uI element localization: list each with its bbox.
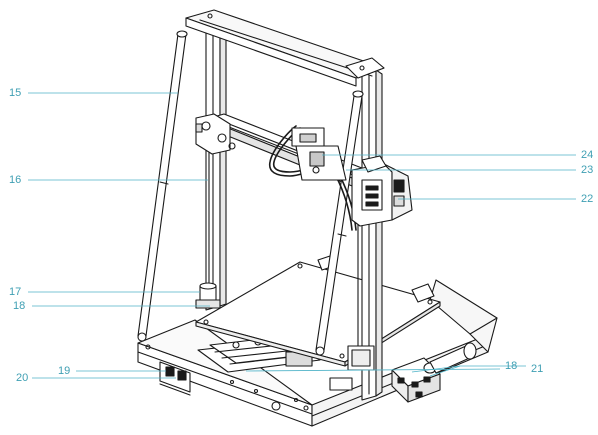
leader-18-right — [245, 368, 501, 372]
extruder-motor — [351, 155, 413, 227]
callout-17: 17 — [9, 286, 22, 298]
spool-holder — [391, 342, 477, 403]
callout-24: 24 — [581, 149, 594, 161]
leader-21-b — [429, 365, 461, 377]
leader-21-a — [411, 365, 461, 373]
callout-18-left: 18 — [13, 300, 26, 312]
x-carriage-left-bracket — [195, 113, 236, 155]
callout-20: 20 — [16, 372, 29, 384]
support-rod-left — [137, 30, 188, 342]
callout-18-right: 18 — [505, 360, 518, 372]
z-motor-left — [195, 282, 221, 309]
callout-16: 16 — [9, 174, 22, 186]
leader-lines — [28, 92, 576, 379]
callout-19: 19 — [58, 365, 71, 377]
right-upright — [361, 69, 383, 401]
print-head — [291, 127, 347, 181]
power-switch — [159, 361, 191, 396]
z-motor-right — [347, 345, 375, 371]
callout-22: 22 — [581, 193, 594, 205]
callout-23: 23 — [581, 164, 594, 176]
top-beam — [185, 9, 385, 87]
support-rod-right — [315, 90, 364, 356]
callout-21: 21 — [531, 363, 544, 375]
callout-15: 15 — [9, 87, 22, 99]
